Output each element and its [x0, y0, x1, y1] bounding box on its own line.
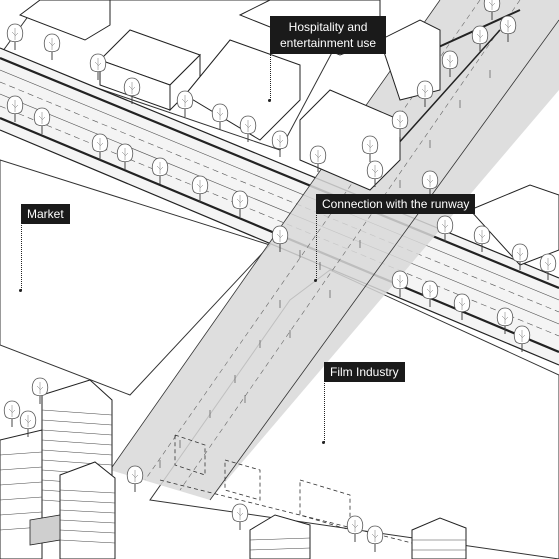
connection-label: Connection with the runway: [316, 194, 476, 214]
right-building: [469, 184, 559, 266]
market-leader-dot: [19, 289, 22, 292]
hospitality-label: Hospitality and entertainment use: [270, 16, 387, 54]
connection-leader: [316, 212, 317, 280]
hospitality-leader: [270, 54, 271, 100]
tower-lower-left: [0, 379, 116, 559]
connection-leader-dot: [314, 279, 317, 282]
lower-right-buildings: [249, 514, 467, 559]
film-leader-dot: [322, 441, 325, 444]
market-leader: [21, 222, 22, 290]
film-industry-label: Film Industry: [324, 362, 405, 382]
film-leader: [324, 380, 325, 442]
market-label: Market: [21, 204, 70, 224]
hospitality-leader-dot: [268, 99, 271, 102]
